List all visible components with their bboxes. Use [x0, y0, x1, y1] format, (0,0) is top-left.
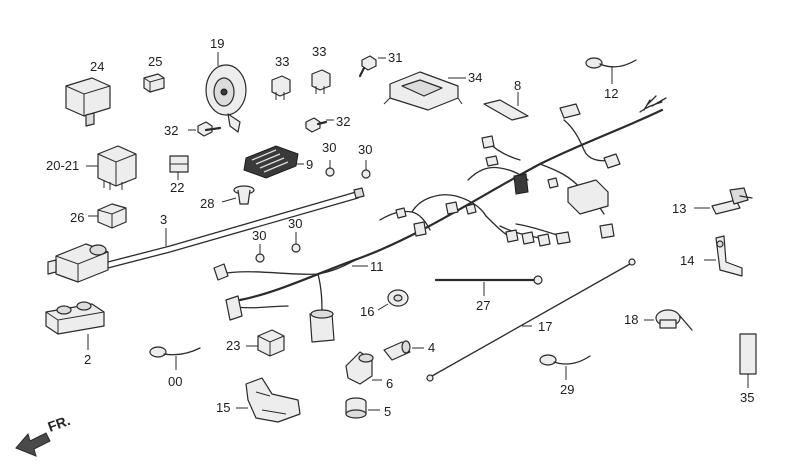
part-cable-tie-29 — [539, 354, 591, 366]
front-direction-arrow — [15, 432, 51, 457]
callout-17: 17 — [538, 319, 552, 334]
part-elbow-6 — [345, 351, 374, 385]
part-screw-30d — [291, 232, 301, 253]
callout-15: 15 — [216, 400, 230, 415]
part-block-23 — [257, 329, 285, 357]
callout-26: 26 — [70, 210, 84, 225]
callout-35: 35 — [740, 390, 754, 405]
callout-28: 28 — [200, 196, 214, 211]
part-cap-5 — [345, 397, 367, 419]
callout-8: 8 — [514, 78, 521, 93]
part-bolt-32b — [305, 117, 328, 133]
part-cable-tie-00 — [149, 346, 201, 358]
callout-12: 12 — [604, 86, 618, 101]
part-connector-25 — [143, 73, 165, 93]
callout-30-mid-left: 30 — [252, 228, 266, 243]
callout-18: 18 — [624, 312, 638, 327]
callout-5: 5 — [384, 404, 391, 419]
part-relay-24 — [65, 77, 111, 127]
callout-34: 34 — [468, 70, 482, 85]
part-screw-30c — [255, 244, 265, 263]
part-regulator-9 — [243, 145, 299, 179]
part-plate-8 — [483, 99, 529, 121]
callout-33-right: 33 — [312, 44, 326, 59]
part-bolt-32a — [197, 121, 222, 137]
callout-29: 29 — [560, 382, 574, 397]
callout-32-right: 32 — [336, 114, 350, 129]
callout-22: 22 — [170, 180, 184, 195]
callout-2: 2 — [84, 352, 91, 367]
callout-00: 00 — [168, 374, 182, 389]
callout-3: 3 — [160, 212, 167, 227]
part-ignition-coil-3 — [47, 187, 365, 283]
callout-30-mid-right: 30 — [288, 216, 302, 231]
part-bracket-13 — [711, 187, 753, 215]
part-cover-15 — [245, 377, 301, 423]
callout-6: 6 — [386, 376, 393, 391]
callout-32-left: 32 — [164, 123, 178, 138]
callout-13: 13 — [672, 201, 686, 216]
callout-24: 24 — [90, 59, 104, 74]
part-cdi-2 — [45, 301, 105, 335]
part-bracket-14 — [715, 235, 743, 277]
callout-27: 27 — [476, 298, 490, 313]
part-screw-30a — [325, 160, 335, 177]
part-fuse-33a — [271, 75, 291, 100]
part-ground-wire-27 — [434, 275, 543, 285]
part-block-35 — [739, 333, 757, 375]
part-sensor-18 — [655, 309, 693, 331]
callout-20-21: 20-21 — [46, 158, 79, 173]
part-bracket-34 — [383, 71, 463, 111]
callout-23: 23 — [226, 338, 240, 353]
part-plug-cap-4 — [383, 340, 411, 361]
part-block-26 — [97, 203, 127, 229]
callout-9: 9 — [306, 157, 313, 172]
part-horn-19 — [205, 64, 247, 133]
part-fuse-33b — [311, 69, 331, 94]
callout-31: 31 — [388, 50, 402, 65]
callout-16: 16 — [360, 304, 374, 319]
part-cable-tie-12 — [585, 57, 637, 69]
front-label: FR. — [46, 412, 73, 435]
part-bolt-31 — [358, 55, 377, 78]
callout-30-top-left: 30 — [322, 140, 336, 155]
callout-30-top-right: 30 — [358, 142, 372, 157]
part-wire-harness-11 — [213, 95, 667, 343]
part-grommet-28 — [233, 185, 255, 205]
part-cable-17 — [426, 258, 636, 382]
callout-4: 4 — [428, 340, 435, 355]
part-block-22 — [169, 155, 189, 173]
callout-19: 19 — [210, 36, 224, 51]
part-screw-30b — [361, 160, 371, 179]
callout-25: 25 — [148, 54, 162, 69]
callout-33-left: 33 — [275, 54, 289, 69]
callout-11: 11 — [370, 259, 384, 274]
callout-14: 14 — [680, 253, 694, 268]
part-grommet-16 — [387, 289, 409, 307]
part-relay-20-21 — [97, 145, 137, 190]
